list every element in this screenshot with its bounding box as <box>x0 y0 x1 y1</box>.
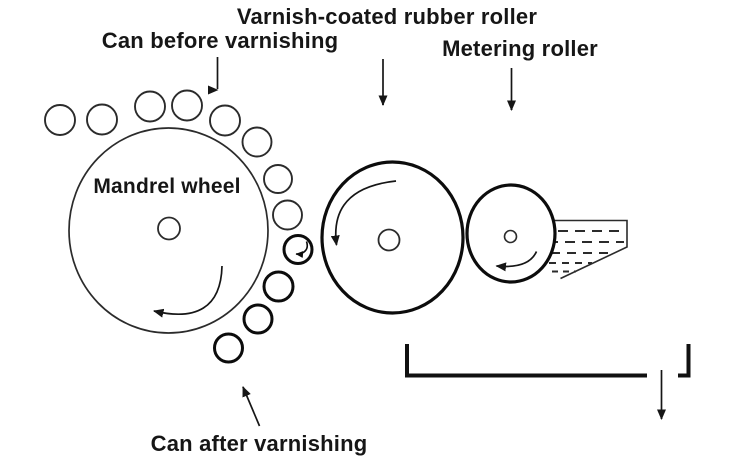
varnish-trough-outline <box>554 219 628 280</box>
cans-before-varnishing <box>44 89 303 231</box>
cans-after-varnishing <box>213 234 314 364</box>
mandrel-wheel <box>68 127 269 334</box>
label-varnish-roller: Varnish-coated rubber roller <box>236 4 538 29</box>
can-before-7 <box>263 164 293 194</box>
drip-tray <box>405 344 691 378</box>
can-before-5 <box>209 104 241 137</box>
rubber-roller <box>320 160 465 315</box>
drip-tray-right <box>678 344 691 378</box>
can-after-4 <box>213 332 244 364</box>
can-before-6 <box>241 126 273 158</box>
metering-roller-rotation-arrow-icon <box>495 251 538 272</box>
varnish-trough <box>549 219 628 280</box>
label-mandrel-wheel: Mandrel wheel <box>93 175 241 198</box>
mandrel-wheel-hub <box>157 216 181 241</box>
can-before-3 <box>134 90 166 123</box>
metering-roller <box>465 183 557 284</box>
label-can-after: Can after varnishing <box>150 431 368 456</box>
can-after-2 <box>262 270 295 303</box>
can-after-1 <box>282 234 314 265</box>
can-before-1 <box>44 104 76 136</box>
drip-tray-left <box>405 344 647 378</box>
rubber-roller-rotation-arrow-icon <box>330 180 397 246</box>
metering-roller-hub <box>503 229 518 244</box>
label-metering-roller: Metering roller <box>442 36 598 61</box>
can-rotation-arrow-icon <box>295 241 308 258</box>
can-before-4 <box>171 89 203 122</box>
label-can-before: Can before varnishing <box>101 28 339 53</box>
can-after-3 <box>242 303 274 335</box>
varnish-level-dashes <box>549 230 624 273</box>
can-before-8 <box>272 199 303 231</box>
can-after-arrow-icon <box>242 386 261 427</box>
rubber-roller-hub <box>377 228 401 252</box>
can-before-2 <box>86 103 118 136</box>
can-after-arrowhead-icon <box>242 386 251 398</box>
mandrel-wheel-rotation-arrow-icon <box>153 265 223 318</box>
